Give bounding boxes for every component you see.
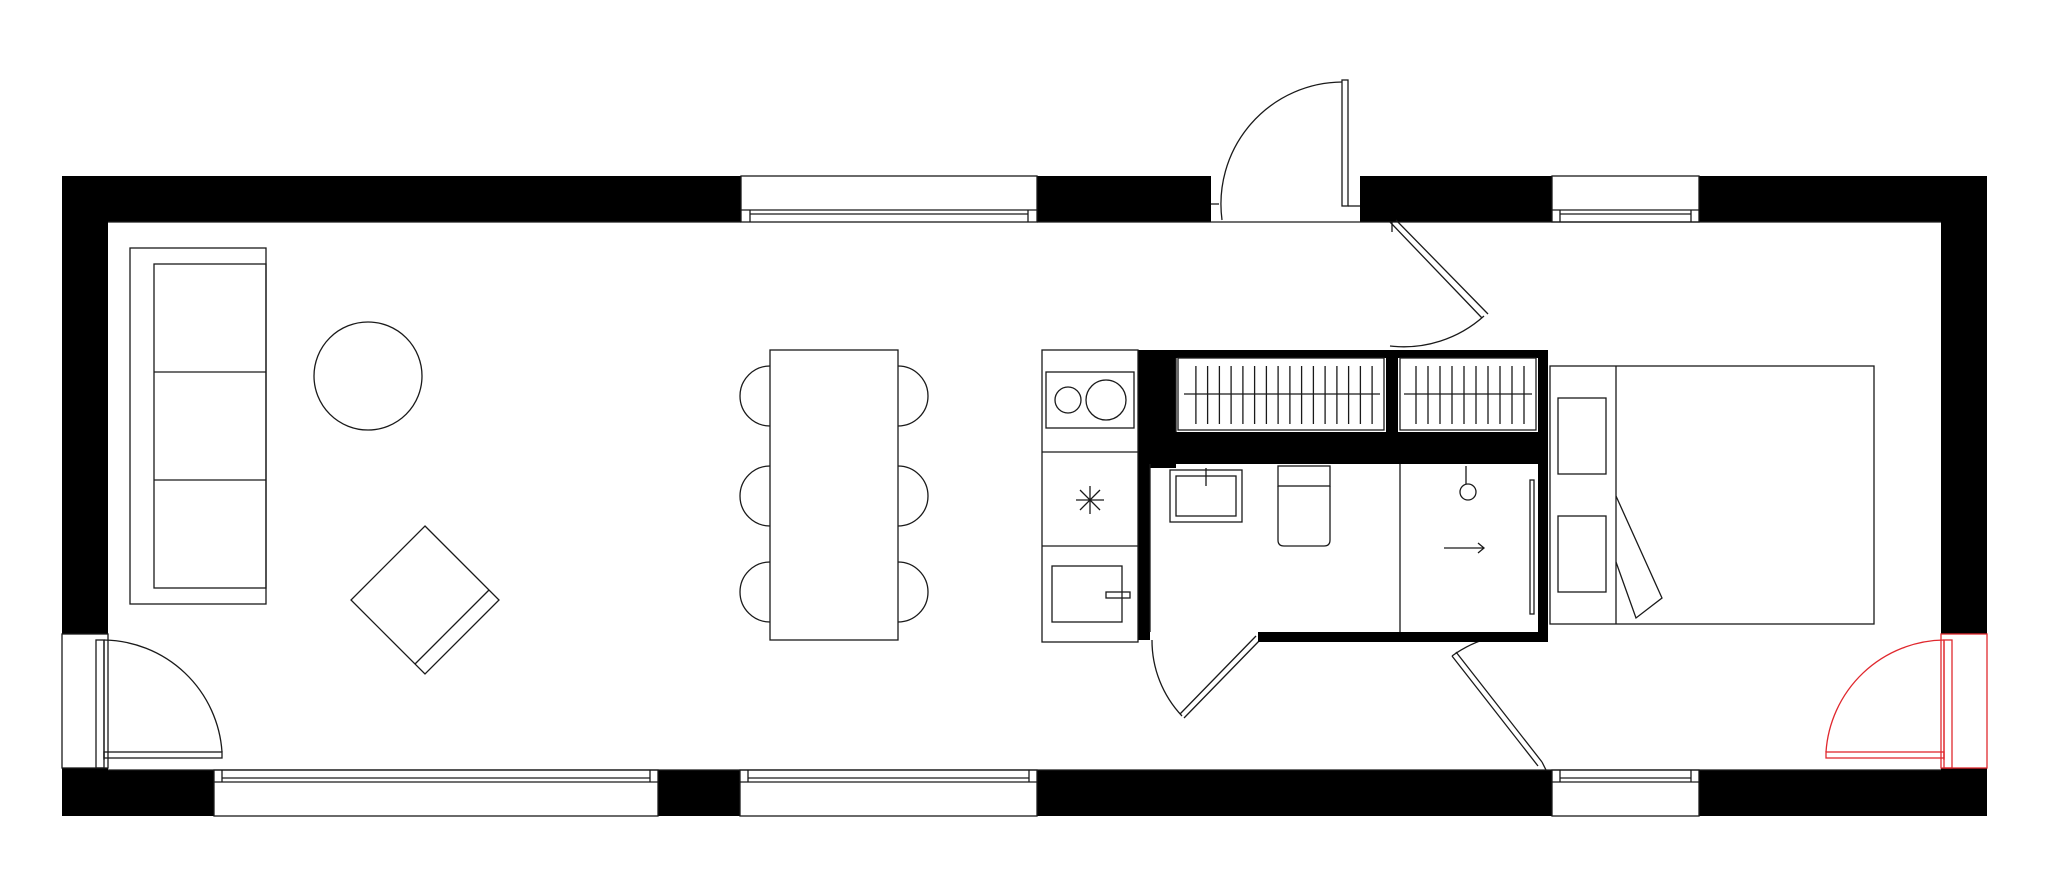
extractor-fan	[1076, 486, 1104, 514]
nightstand	[1557, 515, 1607, 593]
entrance-door	[1211, 79, 1360, 221]
wall-top-left	[62, 176, 741, 222]
doors	[61, 79, 1988, 771]
dining-chair	[897, 465, 929, 527]
dining-chair	[897, 561, 929, 623]
dining-table	[769, 349, 899, 641]
dining-chair	[739, 365, 771, 427]
dining-chair	[739, 561, 771, 623]
hangers	[1195, 366, 1525, 424]
round-coffee-table	[313, 321, 423, 431]
storage	[1177, 357, 1537, 431]
square-armchair	[350, 525, 500, 675]
wardrobe-left	[1177, 357, 1385, 431]
wall-bottom-d	[1699, 770, 1987, 816]
window-bottom-bedroom	[1551, 769, 1700, 817]
toilet	[1277, 465, 1331, 547]
wall-top-right-b	[1699, 176, 1987, 222]
washroom-door	[1151, 635, 1261, 719]
window-bottom-living	[213, 769, 659, 817]
core-bottom-wall	[1258, 632, 1548, 642]
window-bottom-dining	[739, 769, 1038, 817]
stove-burners	[1045, 371, 1135, 429]
dining-chair	[897, 365, 929, 427]
window-top-living	[740, 175, 1038, 223]
dining-area	[739, 349, 929, 641]
core-mid-wall	[1138, 432, 1548, 464]
dining-chair	[739, 465, 771, 527]
core-left-wall-lower	[1138, 468, 1150, 640]
core-divider	[1386, 350, 1398, 432]
kitchen-counter	[1041, 349, 1139, 643]
kitchen	[1041, 349, 1139, 643]
window-top-bedroom	[1551, 175, 1700, 223]
living-side-door	[61, 633, 223, 769]
core-top-wall	[1138, 350, 1548, 358]
living-area	[129, 247, 500, 675]
nightstand	[1557, 397, 1607, 475]
windows	[213, 175, 1700, 817]
shower-drain	[1459, 466, 1477, 501]
bed-folded-sheet	[1615, 495, 1663, 620]
wall-top-mid	[1037, 176, 1211, 222]
shower-glass	[1529, 479, 1535, 615]
core-walls	[1138, 350, 1548, 642]
wall-left-lower	[62, 768, 108, 816]
exterior-walls	[62, 176, 1987, 816]
wardrobe-right	[1399, 357, 1537, 431]
wall-bottom-b	[658, 770, 740, 816]
wall-bottom-c	[1037, 770, 1552, 816]
kitchen-sink	[1051, 565, 1131, 623]
wall-top-right-a	[1360, 176, 1552, 222]
wall-right-upper	[1941, 176, 1987, 634]
wall-right-lower	[1941, 768, 1987, 816]
washroom	[1169, 464, 1535, 632]
interior-outline	[108, 221, 1941, 771]
shower-arrow	[1444, 542, 1486, 554]
closet-door	[1389, 219, 1489, 348]
wall-left-upper	[62, 176, 108, 634]
bedroom-door	[1451, 632, 1547, 771]
core-right-wall	[1538, 350, 1548, 642]
sofa	[129, 247, 267, 605]
bathroom-sink	[1169, 468, 1243, 523]
bedroom-exterior-door	[1825, 633, 1988, 769]
bedroom	[1549, 365, 1875, 625]
bed	[1549, 365, 1875, 625]
